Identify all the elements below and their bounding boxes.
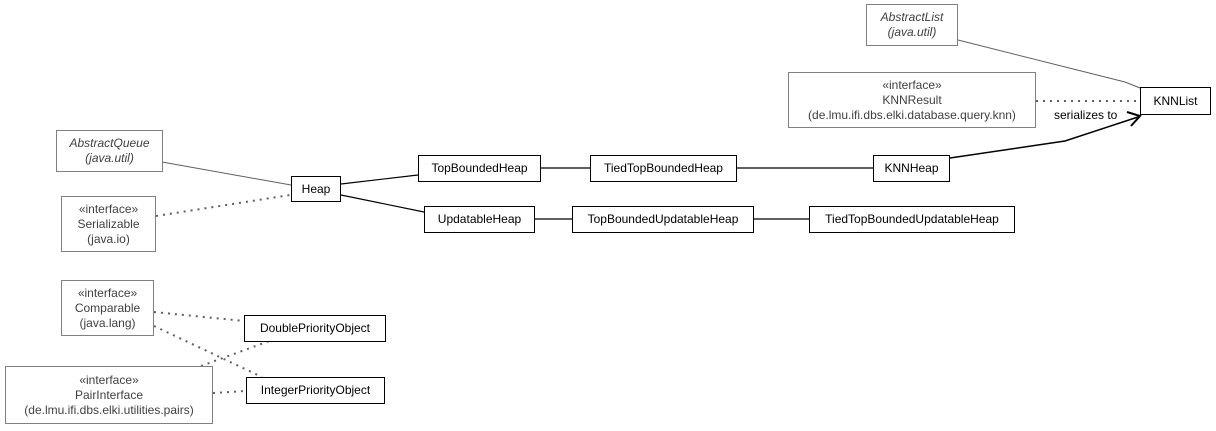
node-comparable-package: (java.lang) bbox=[79, 315, 136, 330]
edge-knnheap-knnlist bbox=[949, 116, 1139, 159]
node-tied-top-bounded-heap-name: TiedTopBoundedHeap bbox=[604, 161, 723, 175]
node-top-bounded-heap[interactable]: TopBoundedHeap bbox=[418, 155, 541, 182]
edge-pairinterface-integerpriorityobject bbox=[212, 390, 247, 394]
node-serializable-package: (java.io) bbox=[87, 231, 130, 246]
node-serializable-stereotype: «interface» bbox=[78, 201, 139, 216]
node-tied-top-bounded-updatable-heap[interactable]: TiedTopBoundedUpdatableHeap bbox=[809, 206, 1015, 233]
node-knn-result-package: (de.lmu.ifi.dbs.elki.database.query.knn) bbox=[808, 107, 1016, 122]
node-abstract-queue-package: (java.util) bbox=[85, 151, 134, 165]
node-pair-interface-stereotype: «interface» bbox=[79, 372, 139, 387]
node-knn-result[interactable]: «interface» KNNResult (de.lmu.ifi.dbs.el… bbox=[788, 72, 1036, 128]
node-abstract-list-package: (java.util) bbox=[887, 25, 937, 39]
node-tied-top-bounded-heap[interactable]: TiedTopBoundedHeap bbox=[590, 155, 737, 182]
node-abstract-list[interactable]: AbstractList (java.util) bbox=[866, 4, 958, 46]
node-integer-priority-object-name: IntegerPriorityObject bbox=[260, 383, 371, 397]
node-abstract-queue-name: AbstractQueue bbox=[69, 136, 150, 150]
node-knn-heap-name: KNNHeap bbox=[884, 161, 939, 175]
node-knn-result-stereotype: «interface» bbox=[882, 77, 942, 92]
node-pair-interface[interactable]: «interface» PairInterface (de.lmu.ifi.db… bbox=[5, 366, 213, 424]
node-heap-name: Heap bbox=[301, 181, 331, 196]
node-serializable[interactable]: «interface» Serializable (java.io) bbox=[61, 196, 156, 252]
node-double-priority-object-name: DoublePriorityObject bbox=[259, 321, 371, 335]
node-abstract-list-name: AbstractList bbox=[880, 10, 944, 24]
node-top-bounded-heap-name: TopBoundedHeap bbox=[431, 161, 528, 175]
node-tied-top-bounded-updatable-heap-name: TiedTopBoundedUpdatableHeap bbox=[825, 212, 999, 226]
node-pair-interface-name: PairInterface bbox=[74, 387, 144, 402]
edge-pairinterface-doublepriorityobject bbox=[200, 339, 273, 367]
edge-comparable-integerpriorityobject bbox=[153, 325, 263, 378]
node-updatable-heap-name: UpdatableHeap bbox=[437, 212, 522, 226]
node-double-priority-object[interactable]: DoublePriorityObject bbox=[244, 315, 386, 342]
edge-comparable-doublepriorityobject bbox=[153, 311, 245, 322]
node-updatable-heap[interactable]: UpdatableHeap bbox=[424, 206, 535, 233]
node-knn-result-name: KNNResult bbox=[882, 92, 942, 107]
node-integer-priority-object[interactable]: IntegerPriorityObject bbox=[246, 377, 385, 404]
edge-heap-updatableheap bbox=[340, 194, 425, 213]
node-top-bounded-updatable-heap-name: TopBoundedUpdatableHeap bbox=[587, 212, 739, 226]
node-knn-heap[interactable]: KNNHeap bbox=[873, 155, 950, 182]
node-heap[interactable]: Heap bbox=[291, 176, 341, 202]
node-abstract-queue[interactable]: AbstractQueue (java.util) bbox=[56, 130, 163, 172]
node-pair-interface-package: (de.lmu.ifi.dbs.elki.utilities.pairs) bbox=[24, 402, 194, 417]
edge-abstractqueue-heap bbox=[161, 161, 292, 186]
node-knn-list-name: KNNList bbox=[1153, 93, 1198, 108]
node-comparable-stereotype: «interface» bbox=[77, 285, 138, 300]
node-comparable[interactable]: «interface» Comparable (java.lang) bbox=[61, 280, 154, 336]
edge-abstractlist-knnlist bbox=[957, 39, 1141, 89]
edge-serializable-heap bbox=[155, 194, 291, 217]
node-serializable-name: Serializable bbox=[77, 216, 140, 231]
edge-heap-topboundedheap bbox=[340, 174, 419, 185]
node-knn-list[interactable]: KNNList bbox=[1140, 87, 1211, 115]
serializes-to-label: serializes to bbox=[1054, 108, 1118, 122]
node-comparable-name: Comparable bbox=[74, 300, 141, 315]
edge-knnheap-knnlist-arrowhead bbox=[1126, 111, 1142, 127]
node-top-bounded-updatable-heap[interactable]: TopBoundedUpdatableHeap bbox=[572, 206, 754, 233]
